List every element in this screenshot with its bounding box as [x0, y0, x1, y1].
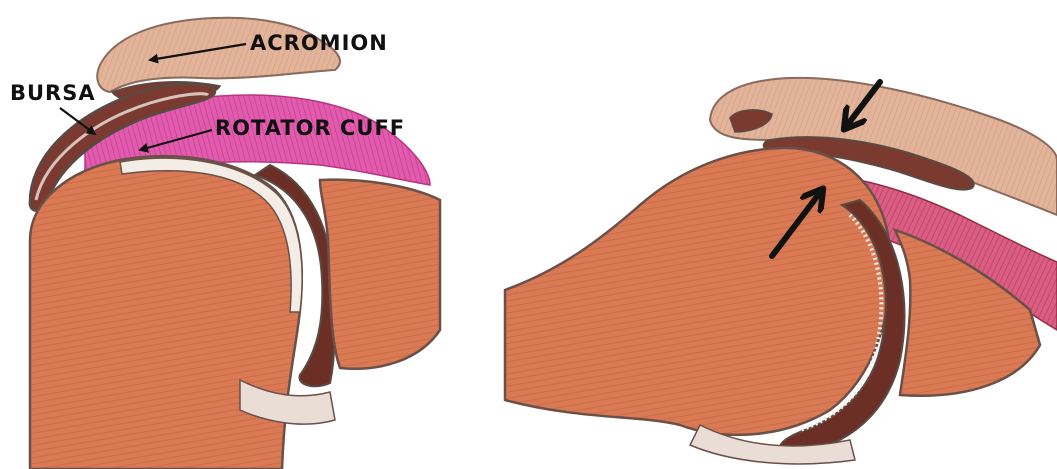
left-scapula: [320, 180, 440, 369]
left-humerus: [30, 156, 302, 469]
right-humerus: [505, 148, 891, 435]
label-acromion: ACROMION: [250, 31, 388, 55]
label-bursa: BURSA: [10, 81, 96, 105]
right-panel-impingement: [505, 78, 1057, 464]
label-rotator-cuff: ROTATOR CUFF: [215, 116, 405, 140]
